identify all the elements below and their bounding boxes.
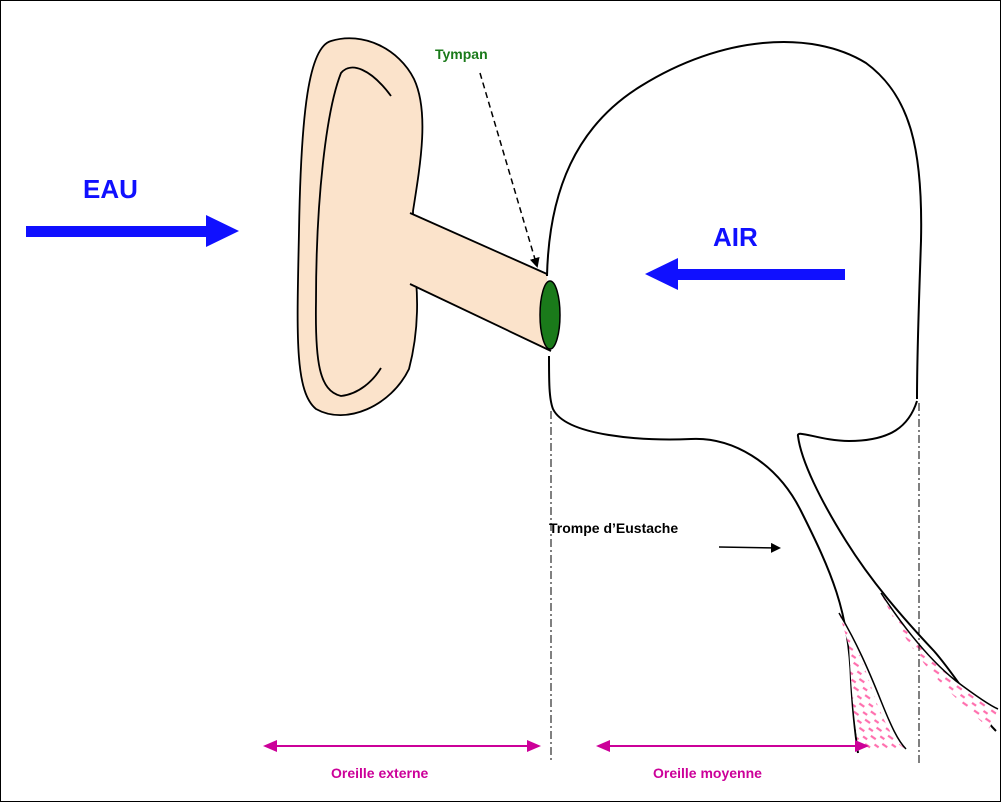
tympan-membrane: [540, 281, 560, 349]
air-label: AIR: [713, 222, 758, 252]
oreille-externe-span-arrow: [263, 740, 541, 752]
oreille-moyenne-span-arrow: [596, 740, 869, 752]
outer-ear: [298, 38, 560, 415]
tube-wall-hatch-right: [881, 593, 998, 729]
trompe-label: Trompe d’Eustache: [549, 520, 678, 536]
tympan-label: Tympan: [435, 46, 488, 62]
trompe-pointer-arrow: [719, 547, 779, 548]
pinna-shape: [298, 38, 423, 415]
ear-canal: [410, 213, 551, 351]
middle-ear-cavity-lower-wall: [549, 356, 858, 753]
middle-ear: [547, 42, 998, 753]
eau-label: EAU: [83, 174, 138, 204]
oreille-moyenne-label: Oreille moyenne: [653, 765, 762, 781]
tympan-pointer-dashed-arrow: [480, 73, 537, 266]
eau-arrow: [26, 215, 239, 247]
air-arrow: [645, 258, 845, 290]
middle-ear-cavity-outline: [547, 42, 921, 399]
oreille-externe-label: Oreille externe: [331, 765, 428, 781]
